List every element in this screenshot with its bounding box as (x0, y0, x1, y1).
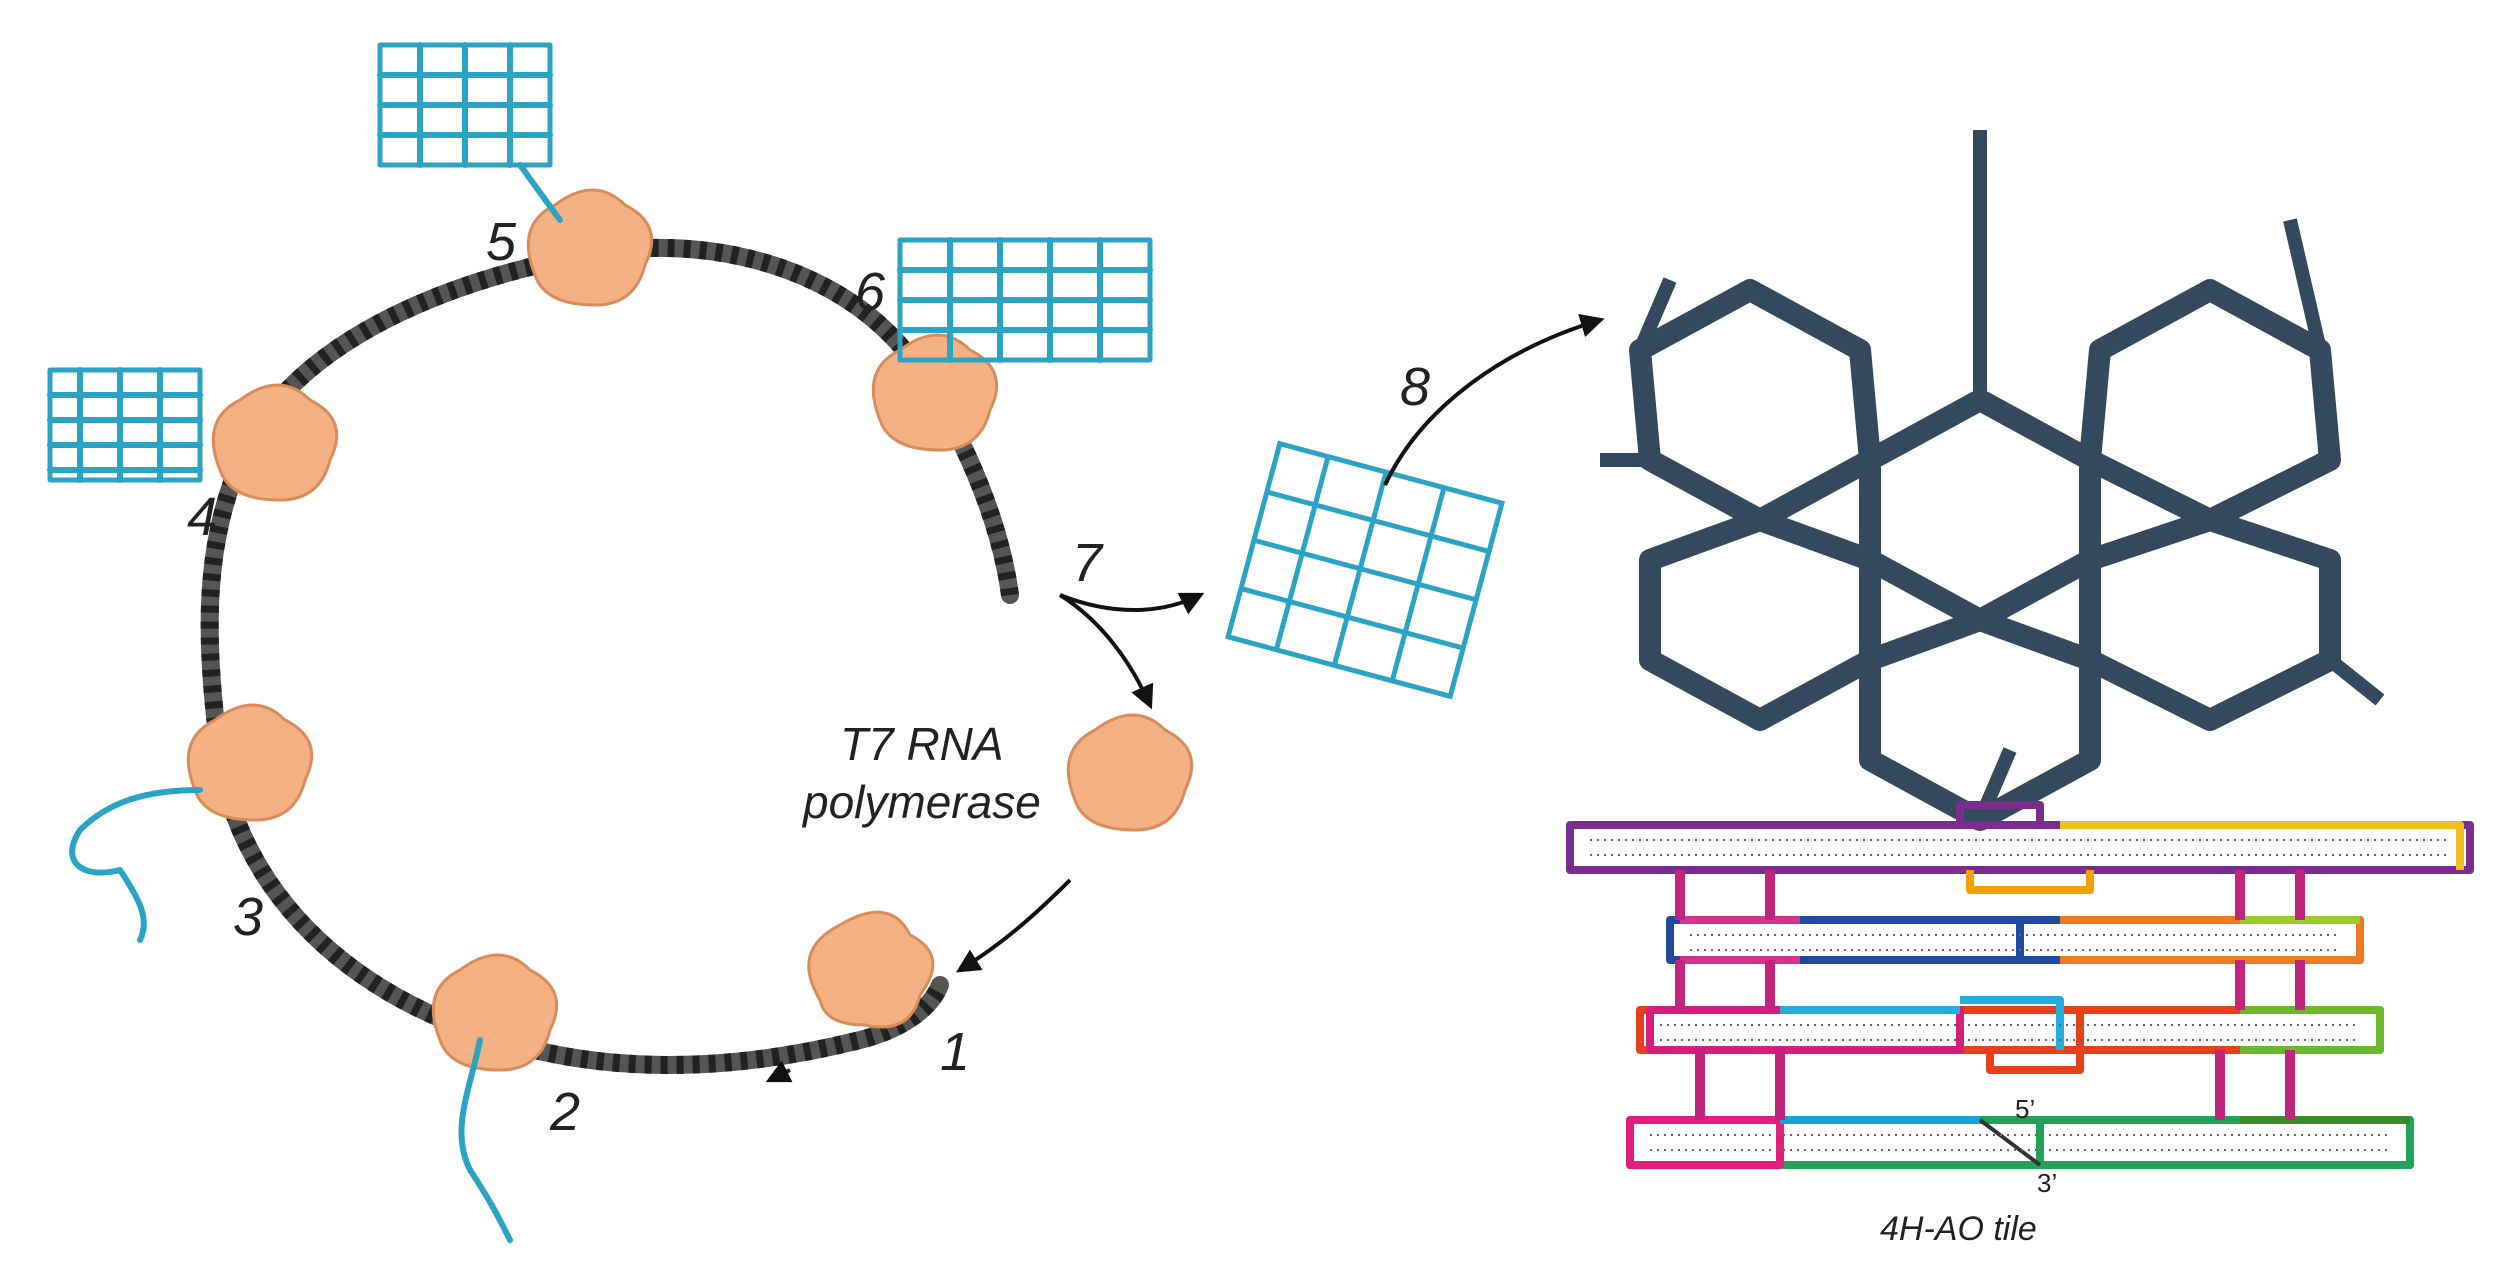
arrow-release-polymerase (1058, 593, 1154, 710)
label-step-2: 2 (549, 1082, 580, 1142)
label-polymerase-line1: T7 RNA (840, 718, 1004, 770)
lattice-hex-right-lower (2079, 509, 2341, 731)
lattice-hex-left-lower (1639, 509, 1881, 731)
label-step-5: 5 (486, 212, 517, 272)
label-5-prime: 5’ (2015, 1094, 2035, 1124)
polymerase-4 (211, 383, 339, 502)
hexagonal-lattice (1600, 130, 2385, 831)
label-step-1: 1 (940, 1022, 970, 1082)
polymerase-2 (431, 953, 559, 1072)
rna-origami-4 (47, 367, 203, 483)
label-step-6: 6 (855, 262, 886, 322)
rna-transcript-3 (69, 787, 203, 943)
label-polymerase-line2: polymerase (801, 776, 1041, 828)
arrow-polymerase-recycle (955, 878, 1072, 973)
polymerase-free (1066, 713, 1194, 832)
released-rna-tile (1224, 440, 1506, 700)
polymerase-5 (526, 188, 654, 307)
rna-origami-5 (377, 42, 563, 223)
lattice-hex-right-upper (2079, 279, 2341, 531)
label-step-3: 3 (233, 887, 263, 947)
polymerase-6 (871, 333, 999, 452)
tile-schematic (1566, 801, 2474, 1169)
arrow-tile-to-lattice (1383, 314, 1605, 486)
lattice-hex-center (1859, 389, 2101, 631)
label-tile-caption: 4H-AO tile (1880, 1210, 2037, 1248)
dna-template-ring (200, 238, 1019, 1083)
polymerase-1 (807, 910, 935, 1029)
label-step-4: 4 (187, 487, 217, 547)
label-step-8: 8 (1400, 357, 1430, 417)
polymerase-3 (186, 703, 314, 822)
label-step-7: 7 (1072, 533, 1104, 593)
arrow-release-to-tile (1059, 592, 1205, 615)
lattice-hex-left-upper (1629, 279, 1881, 531)
label-3-prime: 3’ (2037, 1168, 2057, 1198)
rna-origami-6 (897, 237, 1153, 363)
lattice-hex-bottom (1859, 609, 2101, 831)
rna-transcript-2 (458, 1037, 513, 1243)
